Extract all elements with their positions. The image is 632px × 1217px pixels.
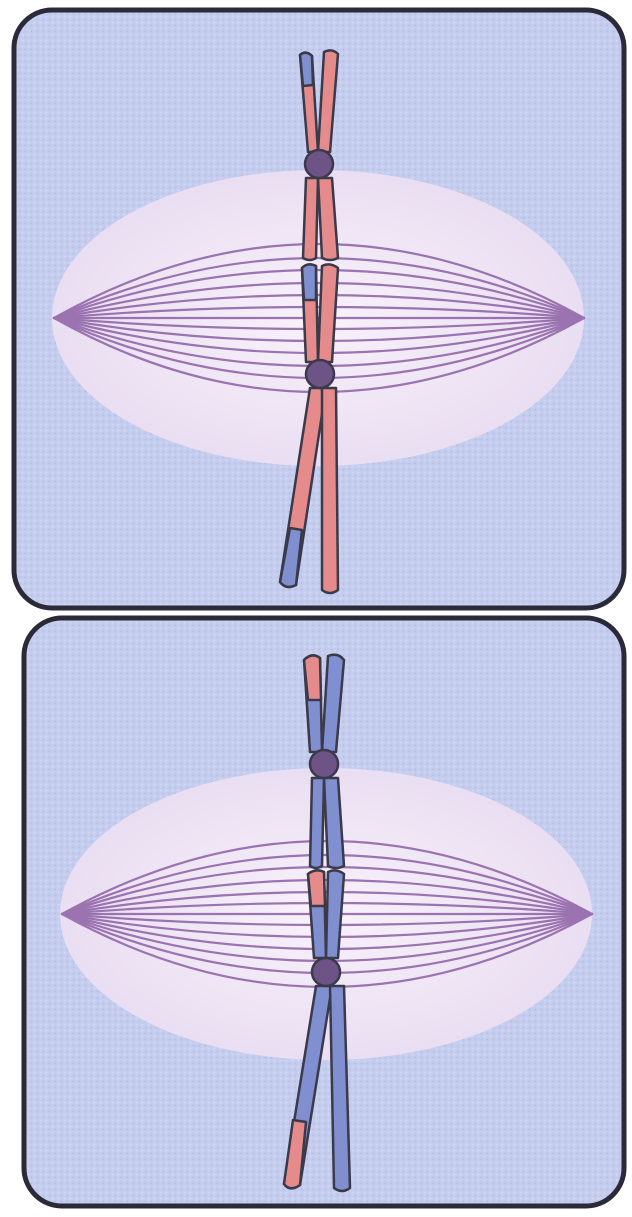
crossover-segment bbox=[304, 655, 321, 700]
crossover-segment bbox=[302, 264, 316, 300]
centromere bbox=[305, 150, 333, 178]
cell-bottom bbox=[24, 618, 624, 1206]
chromatid bbox=[303, 178, 318, 260]
centromere bbox=[306, 360, 334, 388]
cell-top bbox=[14, 10, 624, 608]
centromere bbox=[312, 958, 340, 986]
chromatid bbox=[322, 388, 338, 593]
crossover-segment bbox=[300, 53, 313, 86]
crossover-segment bbox=[308, 870, 325, 906]
centromere bbox=[310, 750, 338, 778]
chromatid bbox=[310, 778, 324, 868]
